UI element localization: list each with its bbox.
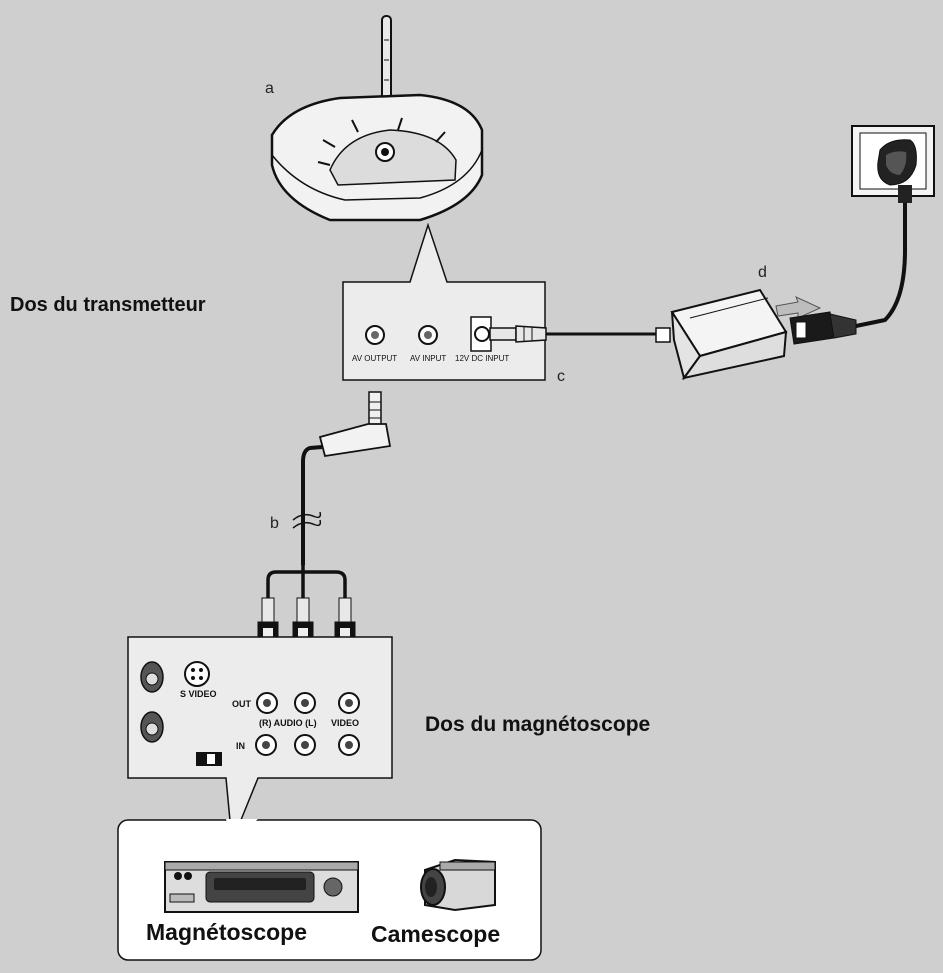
vcr-device <box>164 861 359 913</box>
av-input-jack <box>418 325 438 345</box>
callout-d: d <box>758 264 767 281</box>
callout-a: a <box>265 80 274 97</box>
rf-jack-bottom <box>140 711 164 743</box>
ac-connector <box>789 311 857 345</box>
transmitter-back-panel <box>342 222 546 381</box>
dc-input-jack <box>470 316 492 352</box>
power-adapter <box>655 288 788 381</box>
in-label: IN <box>236 741 245 751</box>
transmitter-back-title: Dos du transmetteur <box>10 294 206 316</box>
audio-label: (R) AUDIO (L) <box>259 718 317 728</box>
av-mini-plug <box>318 391 392 458</box>
s-video-jack <box>184 661 210 687</box>
wall-outlet <box>851 125 935 203</box>
callout-b: b <box>270 515 279 532</box>
insert-arrow-icon <box>775 296 822 319</box>
callout-c: c <box>557 368 565 385</box>
camcorder-label: Camescope <box>371 921 500 947</box>
vcr-label: Magnétoscope <box>146 919 307 945</box>
vcr-back-title: Dos du magnétoscope <box>425 713 650 736</box>
in-jacks <box>255 734 360 756</box>
rf-jack-top <box>140 661 164 693</box>
transmitter-device <box>270 15 484 222</box>
av-cable <box>301 445 323 565</box>
dc-plug <box>489 325 547 343</box>
out-label: OUT <box>232 699 252 709</box>
s-video-label: S VIDEO <box>180 689 217 699</box>
out-jacks <box>256 692 360 714</box>
video-label: VIDEO <box>331 718 359 728</box>
ac-cable <box>855 200 907 328</box>
dc-input-label: 12V DC INPUT <box>455 354 509 363</box>
av-output-jack <box>365 325 385 345</box>
av-output-label: AV OUTPUT <box>352 354 397 363</box>
av-input-label: AV INPUT <box>410 354 446 363</box>
camcorder-device <box>420 858 496 912</box>
